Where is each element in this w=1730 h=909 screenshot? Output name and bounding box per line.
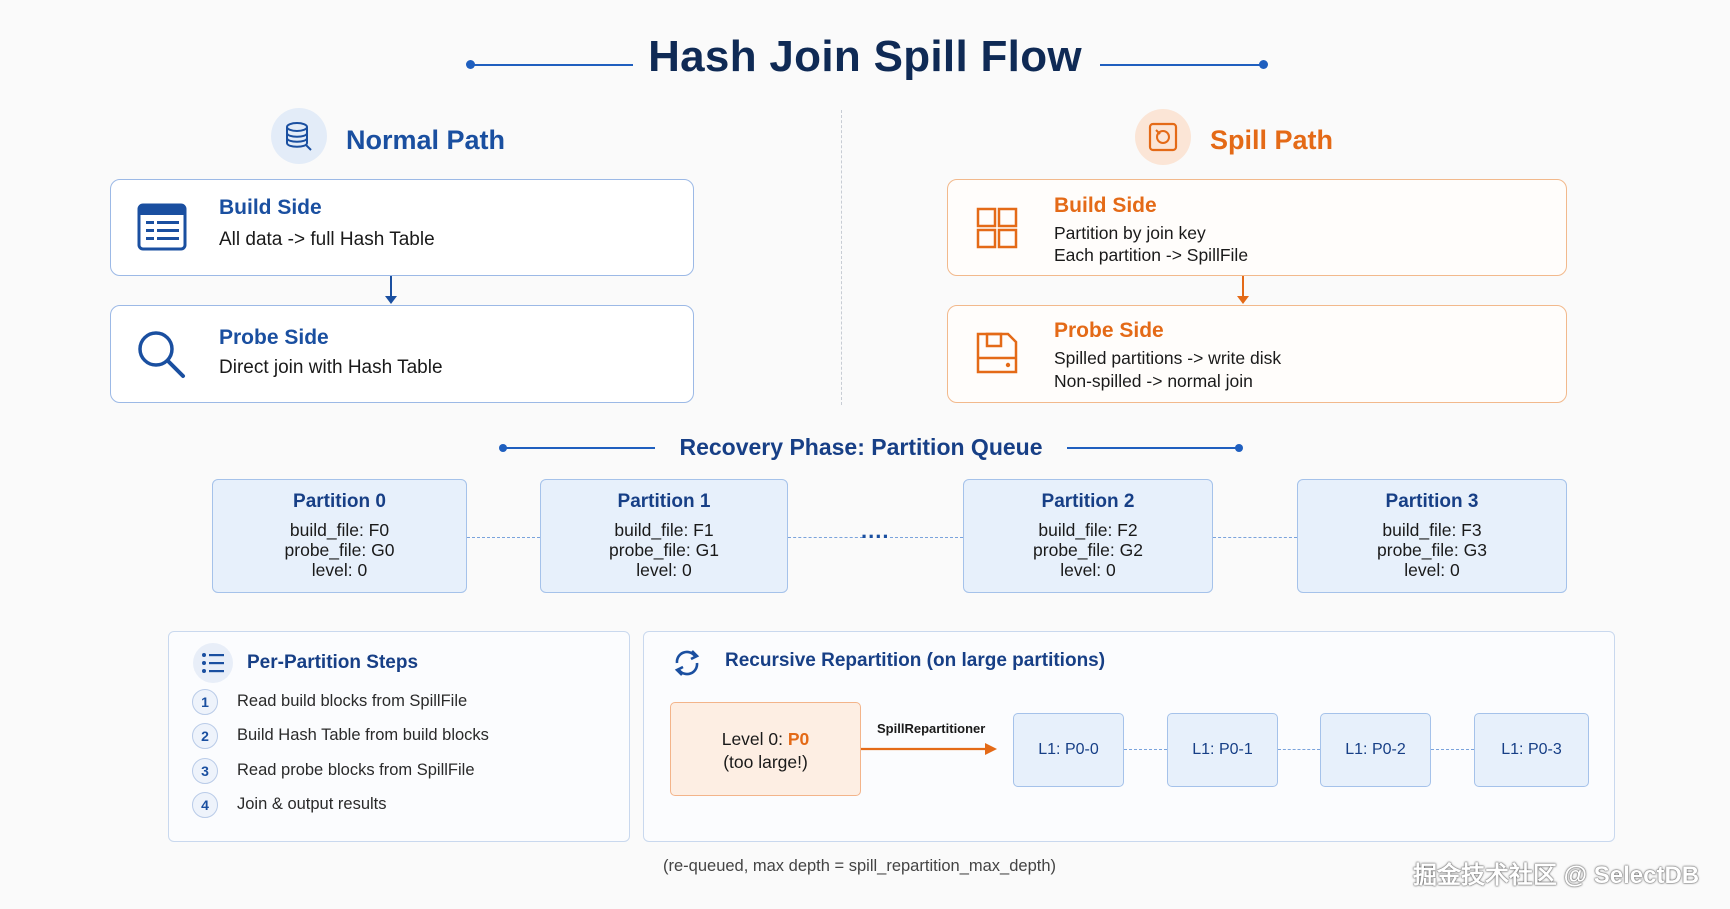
list-icon: [193, 643, 233, 683]
partition-title: Partition 2: [1041, 491, 1135, 512]
step-text: Build Hash Table from build blocks: [237, 726, 489, 744]
repartition-title: Recursive Repartition (on large partitio…: [725, 650, 1106, 671]
step-text: Read probe blocks from SpillFile: [237, 761, 475, 779]
spill-build-title: Build Side: [1054, 194, 1157, 217]
step-number: 1: [192, 689, 218, 715]
repartition-connector-2: [1431, 749, 1474, 750]
steps-title: Per-Partition Steps: [247, 652, 419, 673]
normal-arrow: [383, 276, 399, 311]
repartition-source-highlight: P0: [787, 729, 810, 749]
partition-connector-1-2-b: [890, 537, 963, 538]
partition-card-0: Partition 0 build_file: F0 probe_file: G…: [212, 479, 467, 593]
partition-card-3: Partition 3 build_file: F3 probe_file: G…: [1297, 479, 1567, 593]
repartition-source-label: Level 0: P0: [671, 729, 860, 750]
step-number: 4: [192, 792, 218, 818]
partition-build-file: build_file: F1: [614, 520, 714, 540]
drive-icon: [974, 330, 1020, 381]
step-text: Join & output results: [237, 795, 387, 813]
disk-icon: [1135, 109, 1191, 165]
search-icon: [135, 328, 187, 385]
grid-icon: [976, 207, 1018, 254]
spill-build-line-2: Each partition -> SpillFile: [1054, 245, 1249, 265]
repartition-source-prefix: Level 0:: [721, 729, 788, 749]
partition-title: Partition 0: [293, 491, 386, 512]
normal-build-title: Build Side: [219, 196, 322, 219]
steps-panel: Per-Partition Steps 1 Read build blocks …: [168, 631, 630, 842]
repartition-child-2: L1: P0-2: [1320, 713, 1431, 787]
database-icon: [271, 108, 327, 164]
title-left-line: [470, 64, 633, 66]
partition-connector-1-2-a: [788, 537, 863, 538]
table-icon: [137, 203, 187, 256]
spill-arrow: [1235, 276, 1251, 311]
repartition-footnote: (re-queued, max depth = spill_repartitio…: [663, 857, 1057, 875]
partition-probe-file: probe_file: G1: [609, 540, 719, 560]
normal-probe-title: Probe Side: [219, 326, 329, 349]
repartition-arrow: [861, 741, 1001, 762]
partition-probe-file: probe_file: G0: [284, 540, 395, 560]
repartition-child-1: L1: P0-1: [1167, 713, 1278, 787]
normal-build-line-1: All data -> full Hash Table: [219, 229, 435, 250]
repartition-arrow-label: SpillRepartitioner: [877, 721, 986, 736]
center-divider: [841, 110, 842, 405]
normal-build-box: Build Side All data -> full Hash Table: [110, 179, 694, 276]
partition-level: level: 0: [1404, 560, 1460, 580]
repartition-source-box: Level 0: P0 (too large!): [670, 702, 861, 796]
partition-probe-file: probe_file: G2: [1033, 540, 1143, 560]
partition-connector-2-3: [1213, 537, 1297, 538]
repartition-child-0: L1: P0-0: [1013, 713, 1124, 787]
normal-path-title: Normal Path: [346, 125, 506, 155]
recovery-left-line: [503, 447, 655, 449]
refresh-icon: [671, 647, 703, 684]
step-number: 3: [192, 758, 218, 784]
repartition-connector-1: [1278, 749, 1320, 750]
title-right-line: [1100, 64, 1264, 66]
recovery-right-dot: [1235, 444, 1243, 452]
normal-probe-line-1: Direct join with Hash Table: [219, 357, 443, 378]
partition-build-file: build_file: F2: [1038, 520, 1138, 540]
partition-title: Partition 1: [617, 491, 711, 512]
partition-connector-0-1: [467, 537, 540, 538]
partition-build-file: build_file: F3: [1382, 520, 1482, 540]
partition-ellipsis: ....: [861, 518, 890, 543]
step-text: Read build blocks from SpillFile: [237, 692, 468, 710]
repartition-connector-0: [1124, 749, 1167, 750]
repartition-child-3: L1: P0-3: [1474, 713, 1589, 787]
repartition-source-note: (too large!): [723, 752, 808, 772]
partition-probe-file: probe_file: G3: [1377, 540, 1487, 560]
partition-card-2: Partition 2 build_file: F2 probe_file: G…: [963, 479, 1213, 593]
spill-build-box: Build Side Partition by join key Each pa…: [947, 179, 1567, 276]
diagram-title: Hash Join Spill Flow: [648, 32, 1082, 81]
partition-card-1: Partition 1 build_file: F1 probe_file: G…: [540, 479, 788, 593]
spill-build-line-1: Partition by join key: [1054, 223, 1206, 243]
repartition-panel: Recursive Repartition (on large partitio…: [643, 631, 1615, 842]
recovery-title: Recovery Phase: Partition Queue: [679, 434, 1043, 460]
partition-level: level: 0: [311, 560, 368, 580]
partition-level: level: 0: [1060, 560, 1116, 580]
partition-build-file: build_file: F0: [289, 520, 390, 540]
recovery-right-line: [1067, 447, 1239, 449]
spill-probe-line-1: Spilled partitions -> write disk: [1054, 348, 1282, 368]
spill-probe-title: Probe Side: [1054, 319, 1164, 342]
step-number: 2: [192, 723, 218, 749]
watermark: 掘金技术社区 @ SelectDB: [1413, 862, 1700, 889]
normal-probe-box: Probe Side Direct join with Hash Table: [110, 305, 694, 403]
spill-probe-box: Probe Side Spilled partitions -> write d…: [947, 305, 1567, 403]
title-right-dot: [1259, 60, 1268, 69]
partition-title: Partition 3: [1385, 491, 1479, 512]
spill-probe-line-2: Non-spilled -> normal join: [1054, 371, 1253, 391]
partition-level: level: 0: [636, 560, 692, 580]
spill-path-title: Spill Path: [1210, 125, 1334, 155]
